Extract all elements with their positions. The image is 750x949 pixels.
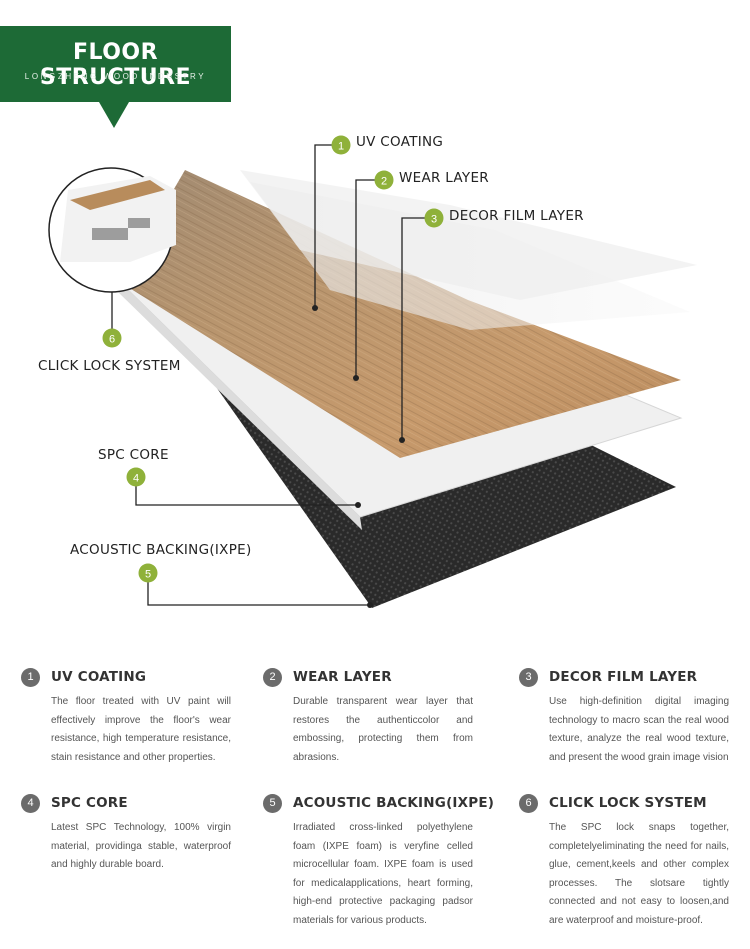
description-click-lock-system: 6 CLICK LOCK SYSTEM The SPC lock snaps t… — [549, 794, 729, 930]
callout-spc-core: SPC CORE — [98, 447, 169, 463]
marker-4: 4 — [127, 468, 146, 487]
description-spc-core: 4 SPC CORE Latest SPC Technology, 100% v… — [51, 794, 231, 875]
marker-5: 5 — [139, 564, 158, 583]
description-text: Latest SPC Technology, 100% virgin mater… — [51, 819, 231, 875]
description-text: The SPC lock snaps together, completelye… — [549, 819, 729, 930]
marker-4-number: 4 — [133, 473, 139, 485]
description-title: WEAR LAYER — [293, 669, 392, 685]
description-number-badge: 5 — [263, 794, 282, 813]
description-number-badge: 1 — [21, 668, 40, 687]
description-wear-layer: 2 WEAR LAYER Durable transparent wear la… — [293, 668, 473, 767]
description-number-badge: 3 — [519, 668, 538, 687]
description-title: CLICK LOCK SYSTEM — [549, 795, 707, 811]
description-text: Durable transparent wear layer that rest… — [293, 693, 473, 767]
marker-3: 3 — [425, 209, 444, 228]
description-decor-film-layer: 3 DECOR FILM LAYER Use high-definition d… — [549, 668, 729, 767]
description-title: SPC CORE — [51, 795, 128, 811]
description-acoustic-backing: 5 ACOUSTIC BACKING(IXPE) Irradiated cros… — [293, 794, 473, 930]
marker-6-number: 6 — [109, 334, 115, 346]
click-lock-detail — [60, 176, 176, 262]
callout-click-lock-system: CLICK LOCK SYSTEM — [38, 358, 181, 374]
description-number-badge: 4 — [21, 794, 40, 813]
callout-wear-layer: WEAR LAYER — [399, 170, 489, 186]
marker-1: 1 — [332, 136, 351, 155]
callout-decor-film-layer: DECOR FILM LAYER — [449, 208, 584, 224]
marker-5-number: 5 — [145, 569, 151, 581]
marker-1-number: 1 — [338, 141, 344, 153]
marker-2-number: 2 — [381, 176, 387, 188]
description-uv-coating: 1 UV COATING The floor treated with UV p… — [51, 668, 231, 767]
description-text: Use high-definition digital imaging tech… — [549, 693, 729, 767]
description-title: DECOR FILM LAYER — [549, 669, 697, 685]
callout-uv-coating: UV COATING — [356, 134, 443, 150]
description-number-badge: 2 — [263, 668, 282, 687]
description-number-badge: 6 — [519, 794, 538, 813]
marker-2: 2 — [375, 171, 394, 190]
callout-acoustic-backing: ACOUSTIC BACKING(IXPE) — [70, 542, 252, 558]
marker-3-number: 3 — [431, 214, 437, 226]
description-text: Irradiated cross-linked polyethylene foa… — [293, 819, 473, 930]
description-title: UV COATING — [51, 669, 146, 685]
description-text: The floor treated with UV paint will eff… — [51, 693, 231, 767]
description-title: ACOUSTIC BACKING(IXPE) — [293, 795, 494, 811]
marker-6: 6 — [103, 329, 122, 348]
